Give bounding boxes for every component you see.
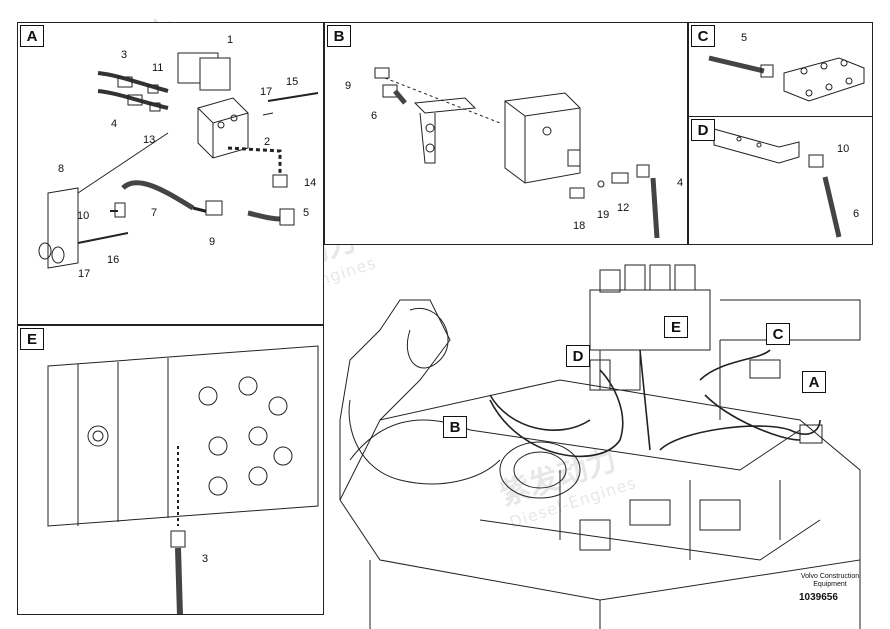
panel-c-tag: C <box>691 25 715 47</box>
drawing-number: 1039656 <box>799 592 838 603</box>
callout-9: 9 <box>345 80 352 92</box>
callout-6: 6 <box>853 208 860 220</box>
panel-e: E 3 <box>17 325 324 615</box>
callout-4: 4 <box>677 177 684 189</box>
callout-3: 3 <box>202 553 209 565</box>
footer-brand: Volvo Construction Equipment <box>794 573 866 589</box>
callout-3: 3 <box>121 49 128 61</box>
panel-e-drawing <box>47 345 319 614</box>
panel-a: A 1 2 3 4 5 7 8 9 10 11 13 14 15 16 17 1… <box>17 22 324 325</box>
main-tag-a: A <box>802 371 826 393</box>
panel-c: C 5 <box>688 22 873 117</box>
main-tag-b: B <box>443 416 467 438</box>
callout-17-bottom: 17 <box>78 268 91 280</box>
callout-15: 15 <box>286 76 299 88</box>
brand-line-2: Equipment <box>813 581 847 589</box>
main-tag-d: D <box>566 345 590 367</box>
callout-4: 4 <box>111 118 118 130</box>
panel-a-drawing <box>38 52 319 269</box>
panel-e-tag: E <box>20 328 44 350</box>
callout-1: 1 <box>227 34 234 46</box>
callout-13: 13 <box>143 134 156 146</box>
callout-10: 10 <box>77 210 90 222</box>
callout-5: 5 <box>303 207 310 219</box>
brand-line-1: Volvo Construction <box>800 573 860 580</box>
main-tag-c: C <box>766 323 790 345</box>
callout-11: 11 <box>152 62 164 74</box>
callout-7: 7 <box>151 207 158 219</box>
panel-b-drawing <box>374 67 660 239</box>
callout-17-top: 17 <box>260 86 273 98</box>
callout-16: 16 <box>107 254 120 266</box>
callout-19: 19 <box>597 209 610 221</box>
callout-14: 14 <box>304 177 317 189</box>
panel-d-drawing <box>713 128 842 238</box>
panel-d-tag: D <box>691 119 715 141</box>
callout-18: 18 <box>573 220 586 232</box>
main-tag-e: E <box>664 316 688 338</box>
callout-12: 12 <box>617 202 630 214</box>
panel-b: B 4 6 9 12 18 19 <box>324 22 688 245</box>
callout-5: 5 <box>741 32 748 44</box>
panel-a-tag: A <box>20 25 44 47</box>
panel-b-tag: B <box>327 25 351 47</box>
callout-10: 10 <box>837 143 850 155</box>
callout-8: 8 <box>58 163 65 175</box>
panel-c-drawing <box>708 55 865 102</box>
callout-6: 6 <box>371 110 378 122</box>
callout-9: 9 <box>209 236 216 248</box>
panel-d: D 10 6 <box>688 116 873 245</box>
callout-2: 2 <box>264 136 271 148</box>
